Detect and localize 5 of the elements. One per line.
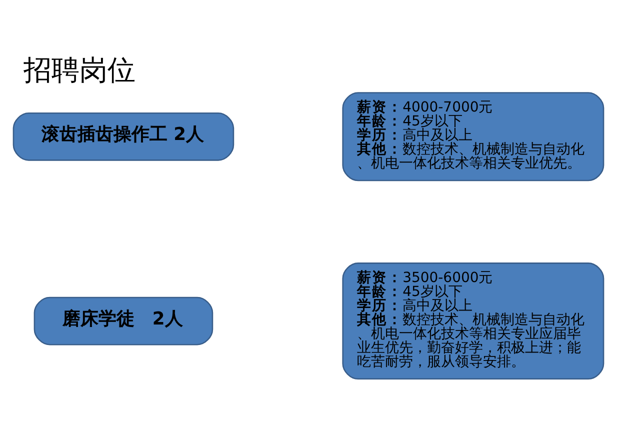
node-box: 滚齿插齿操作工 2人	[12, 112, 234, 160]
diagram-title: 招聘岗位	[24, 53, 136, 86]
node-box: 磨床学徒 2人	[34, 296, 214, 345]
node-box: 薪资：4000-7000元 年龄：45岁以下 学历：高中及以上 其他：数控技术、机械制造与自动化、机电一体化技术等相关专业优先。	[342, 92, 604, 181]
node-box: 薪资：3500-6000元 年龄：45岁以下 学历：高中及以上 其他：数控技术、机械制造与自动化、机电一体化技术等相关专业应届毕业生优先，勤奋好学，积极上进；能吃苦耐劳，服从领导安排。	[342, 262, 604, 380]
